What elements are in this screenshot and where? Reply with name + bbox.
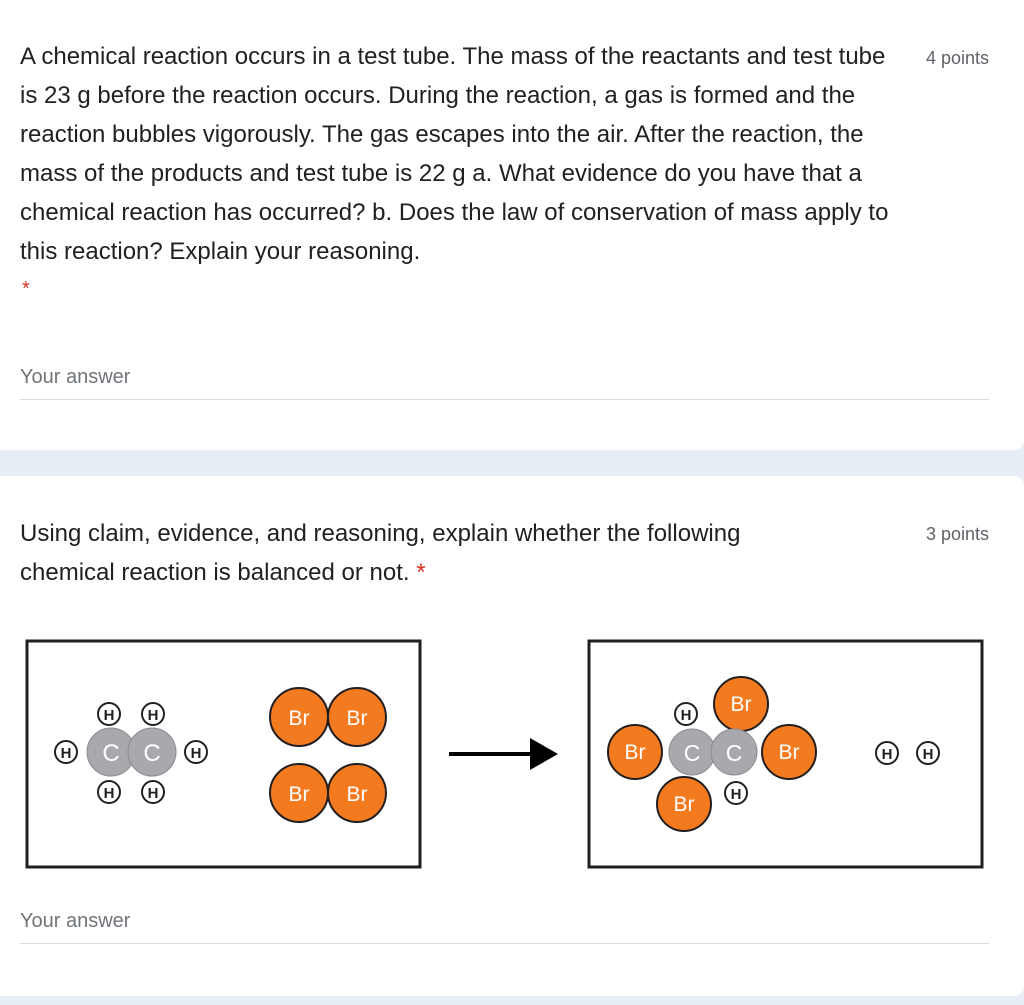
atom-carbon: C (127, 727, 177, 777)
svg-text:C: C (102, 740, 119, 767)
atom-hydrogen: H (184, 740, 208, 764)
question-2-title: Using claim, evidence, and reasoning, ex… (20, 520, 741, 586)
molecule-hydrogen: H H (875, 741, 940, 765)
svg-text:Br: Br (289, 783, 310, 806)
required-mark: * (22, 278, 30, 300)
atom-hydrogen: H (97, 780, 121, 804)
svg-text:Br: Br (779, 741, 800, 764)
svg-text:H: H (731, 786, 742, 803)
question-2-points: 3 points (925, 524, 989, 544)
atom-hydrogen: H (54, 740, 78, 764)
svg-text:H: H (61, 745, 72, 762)
svg-text:Br: Br (347, 707, 368, 730)
molecule-tetrabromoethane: Br Br Br Br C C H H (607, 676, 817, 832)
molecule-ethane: H H H H C C H H (54, 702, 208, 804)
atom-bromine: Br (269, 763, 329, 823)
question-1-title: A chemical reaction occurs in a test tub… (20, 43, 889, 265)
atom-hydrogen: H (875, 741, 899, 765)
atom-hydrogen: H (674, 702, 698, 726)
svg-text:C: C (726, 740, 743, 766)
reaction-diagram: H H H H C C H H Br Br Br Br Br Br Br Br … (25, 639, 984, 869)
atom-carbon: C (710, 728, 758, 776)
atom-hydrogen: H (97, 702, 121, 726)
svg-text:H: H (191, 745, 202, 762)
atom-bromine: Br (761, 724, 817, 780)
arrow-head-icon (530, 738, 558, 770)
svg-text:H: H (681, 707, 692, 724)
svg-text:H: H (148, 707, 159, 724)
atom-bromine: Br (607, 724, 663, 780)
atom-hydrogen: H (141, 702, 165, 726)
svg-text:Br: Br (289, 707, 310, 730)
atom-bromine: Br (656, 776, 712, 832)
svg-text:Br: Br (625, 741, 646, 764)
atom-hydrogen: H (916, 741, 940, 765)
question-1-points: 4 points (925, 48, 989, 68)
atom-bromine: Br (327, 763, 387, 823)
svg-text:H: H (148, 785, 159, 802)
svg-text:H: H (104, 707, 115, 724)
reactants-box (25, 639, 422, 869)
atom-hydrogen: H (724, 781, 748, 805)
svg-text:Br: Br (674, 793, 695, 816)
svg-text:H: H (104, 785, 115, 802)
answer-input-2[interactable]: Your answer (20, 910, 989, 944)
atom-carbon: C (668, 728, 716, 776)
svg-text:Br: Br (347, 783, 368, 806)
required-mark: * (416, 559, 426, 586)
svg-text:H: H (923, 746, 934, 763)
molecule-bromine: Br Br (269, 763, 387, 823)
svg-text:H: H (882, 746, 893, 763)
molecule-bromine: Br Br (269, 687, 387, 747)
question-card-2: Using claim, evidence, and reasoning, ex… (0, 476, 1024, 996)
atom-bromine: Br (327, 687, 387, 747)
svg-text:C: C (143, 740, 160, 767)
answer-input-1[interactable]: Your answer (20, 366, 989, 400)
atom-bromine: Br (269, 687, 329, 747)
atom-hydrogen: H (141, 780, 165, 804)
atom-carbon: C (86, 727, 136, 777)
svg-text:C: C (684, 740, 701, 766)
question-card-1: A chemical reaction occurs in a test tub… (0, 0, 1024, 450)
atom-bromine: Br (713, 676, 769, 732)
svg-text:Br: Br (731, 693, 752, 716)
